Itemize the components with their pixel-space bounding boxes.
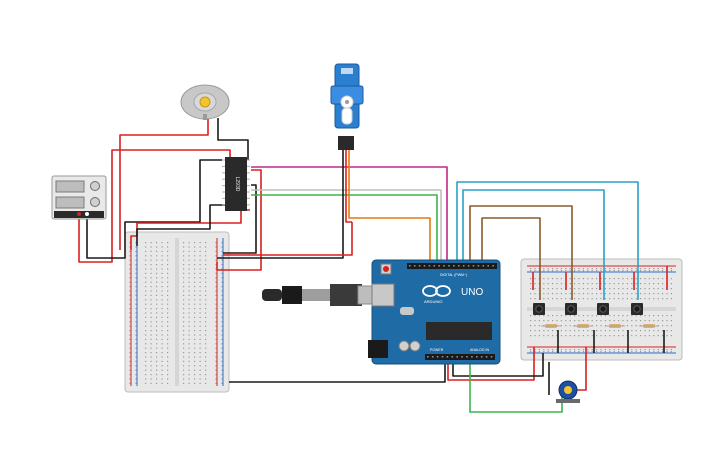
wire-magenta xyxy=(251,166,448,263)
breadboard-left[interactable] xyxy=(124,231,230,393)
dc-motor[interactable] xyxy=(180,84,230,120)
wire-red-bottom xyxy=(447,347,535,381)
driver-ic-label: L293D xyxy=(234,177,240,192)
arduino-logo-icon xyxy=(422,285,451,297)
pushbutton[interactable] xyxy=(565,303,577,315)
arduino-uno[interactable]: UNO ARDUINO DIGITAL (PWM~) POWER ANALOG … xyxy=(368,259,501,365)
wire-servo-red xyxy=(345,150,352,223)
resistor xyxy=(573,324,593,328)
wire-ic-black xyxy=(223,184,257,254)
arduino-header-power: POWER xyxy=(430,348,444,352)
pushbutton[interactable] xyxy=(631,303,643,315)
wire-bb-black-top xyxy=(136,204,225,246)
wire-ic-red xyxy=(216,169,262,271)
wire-cyan-2 xyxy=(462,189,605,300)
wire-motor-red xyxy=(119,118,209,250)
wire-psu-black xyxy=(86,159,222,259)
pushbuttons[interactable] xyxy=(533,303,643,315)
power-supply[interactable] xyxy=(51,175,107,220)
resistor xyxy=(639,324,659,328)
wire-motor-black xyxy=(217,118,249,160)
wire-brown-2 xyxy=(481,217,541,300)
wire-green-ic xyxy=(251,194,438,263)
arduino-header-digital: DIGITAL (PWM~) xyxy=(440,273,467,277)
wire-servo-orange xyxy=(348,150,431,263)
driver-ic[interactable]: L293D xyxy=(222,157,250,211)
usb-cable xyxy=(262,284,375,306)
arduino-logo-text: ARDUINO xyxy=(424,299,442,304)
wire-brown-1 xyxy=(469,205,573,300)
wire-gnd-bottom xyxy=(229,362,446,383)
wire-green-pot xyxy=(469,362,563,413)
wire-servo-black xyxy=(217,150,344,259)
pushbutton[interactable] xyxy=(597,303,609,315)
resistors xyxy=(541,324,659,328)
wires xyxy=(78,118,668,413)
potentiometer[interactable] xyxy=(556,380,580,403)
resistor xyxy=(541,324,561,328)
wire-pot-red xyxy=(576,347,587,391)
arduino-model: UNO xyxy=(461,287,483,298)
wire-black-bottom2 xyxy=(452,353,544,377)
wire-cyan-1 xyxy=(456,181,639,300)
wire-servo-red2 xyxy=(223,222,353,256)
wire-gray-ic xyxy=(251,189,442,263)
arduino-header-analog: ANALOG IN xyxy=(470,348,490,352)
pushbutton[interactable] xyxy=(533,303,545,315)
micro-servo[interactable] xyxy=(330,63,364,150)
resistor xyxy=(605,324,625,328)
